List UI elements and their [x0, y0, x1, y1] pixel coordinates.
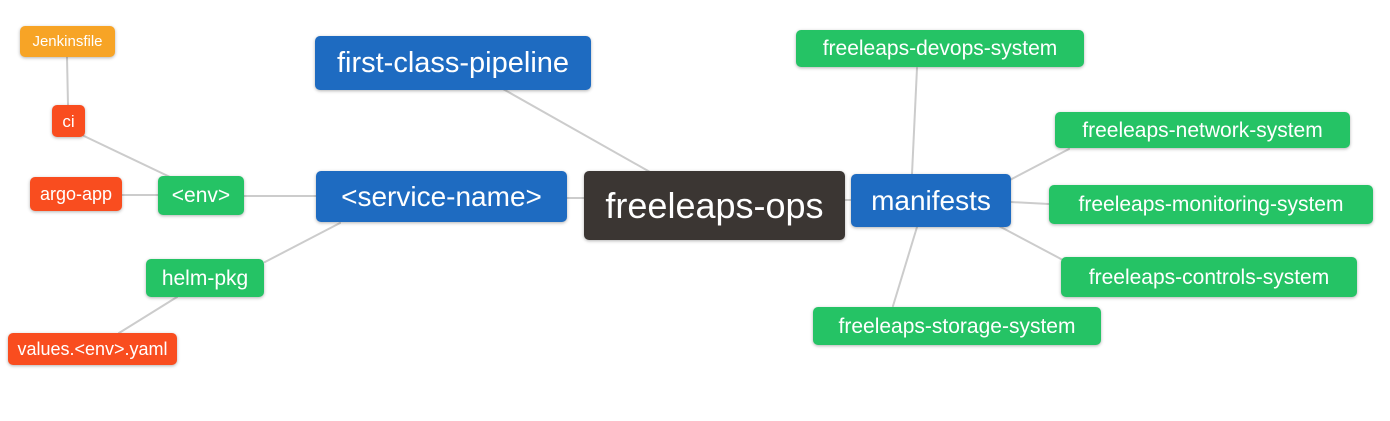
node-freeleaps-devops-system[interactable]: freeleaps-devops-system: [796, 30, 1084, 67]
node-ci[interactable]: ci: [52, 105, 85, 137]
edge-manifests-devops-system: [911, 67, 918, 175]
edge-manifests-storage-system: [892, 226, 918, 307]
node-manifests[interactable]: manifests: [851, 174, 1011, 227]
edge-manifests-monitoring-system: [1010, 201, 1050, 205]
node-freeleaps-controls-system[interactable]: freeleaps-controls-system: [1061, 257, 1357, 297]
edge-helm-pkg-values: [118, 296, 178, 334]
node-first-class-pipeline[interactable]: first-class-pipeline: [315, 36, 591, 90]
edge-jenkinsfile-ci: [66, 56, 69, 106]
edge-manifests-network-system: [1005, 148, 1070, 183]
node-freeleaps-monitoring-system[interactable]: freeleaps-monitoring-system: [1049, 185, 1373, 224]
node-env[interactable]: <env>: [158, 176, 244, 215]
node-argo-app[interactable]: argo-app: [30, 177, 122, 211]
node-freeleaps-ops-root[interactable]: freeleaps-ops: [584, 171, 845, 240]
node-service-name[interactable]: <service-name>: [316, 171, 567, 222]
node-freeleaps-network-system[interactable]: freeleaps-network-system: [1055, 112, 1350, 148]
node-helm-pkg[interactable]: helm-pkg: [146, 259, 264, 297]
edge-manifests-controls-system: [996, 224, 1062, 260]
edge-ci-env: [83, 135, 171, 178]
node-freeleaps-storage-system[interactable]: freeleaps-storage-system: [813, 307, 1101, 345]
node-jenkinsfile[interactable]: Jenkinsfile: [20, 26, 115, 57]
node-values-env-yaml[interactable]: values.<env>.yaml: [8, 333, 177, 365]
edge-first-class-pipeline-root: [502, 88, 651, 173]
edge-service-name-helm-pkg: [264, 222, 341, 263]
